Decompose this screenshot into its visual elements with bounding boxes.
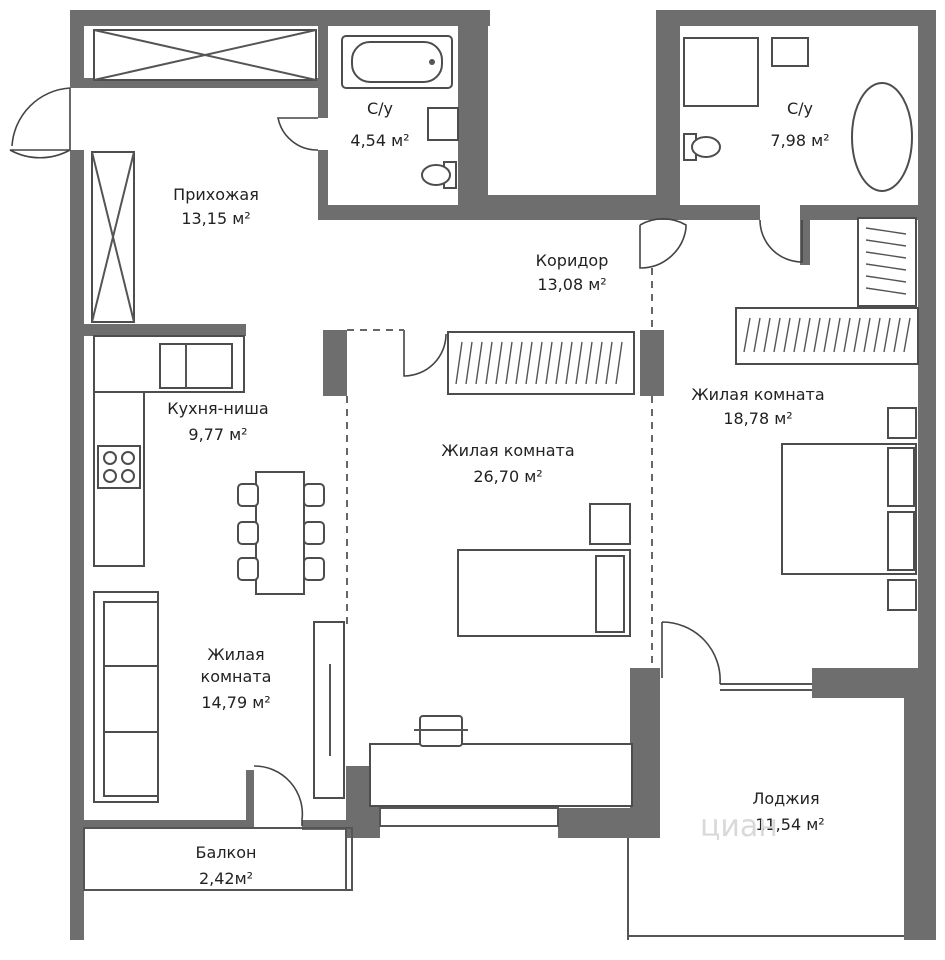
kitchen-area: 9,77 м² — [188, 425, 247, 444]
corridor-name: Коридор — [536, 251, 609, 270]
furniture — [91, 29, 919, 807]
bedroom-left-area: 14,79 м² — [201, 693, 270, 712]
bath1-area: 4,54 м² — [350, 131, 409, 150]
bedroom-left-name-line1: Жилая — [207, 645, 264, 664]
hall-name: Прихожая — [173, 185, 259, 204]
balcony-area: 2,42м² — [199, 869, 253, 888]
bedroom-right-area: 18,78 м² — [723, 409, 792, 428]
room-labels: С/у 4,54 м² С/у 7,98 м² Прихожая 13,15 м… — [167, 99, 829, 888]
bedroom-left-name-line2: комната — [201, 667, 272, 686]
zone-lines — [346, 268, 653, 668]
loggia-door — [661, 621, 721, 685]
kitchen-name: Кухня-ниша — [167, 399, 268, 418]
balcony-door — [253, 765, 304, 826]
bath2-door — [759, 219, 803, 263]
living-door — [403, 330, 447, 377]
entrance-door — [9, 88, 71, 159]
windows — [83, 683, 904, 940]
walls — [70, 10, 936, 940]
bath2-area: 7,98 м² — [770, 131, 829, 150]
loggia-area: 11,54 м² — [755, 815, 824, 834]
living-main-name: Жилая комната — [441, 441, 574, 460]
living-main-area: 26,70 м² — [473, 467, 542, 486]
bath1-name: С/у — [367, 99, 393, 118]
corridor-area: 13,08 м² — [537, 275, 606, 294]
watermark: циан — [700, 809, 778, 844]
doors — [9, 87, 803, 826]
loggia-name: Лоджия — [752, 789, 819, 808]
bedroom-right-name: Жилая комната — [691, 385, 824, 404]
corridor-door — [639, 218, 687, 269]
bath2-name: С/у — [787, 99, 813, 118]
balcony-name: Балкон — [196, 843, 257, 862]
bath1-door — [277, 117, 319, 151]
hall-area: 13,15 м² — [181, 209, 250, 228]
